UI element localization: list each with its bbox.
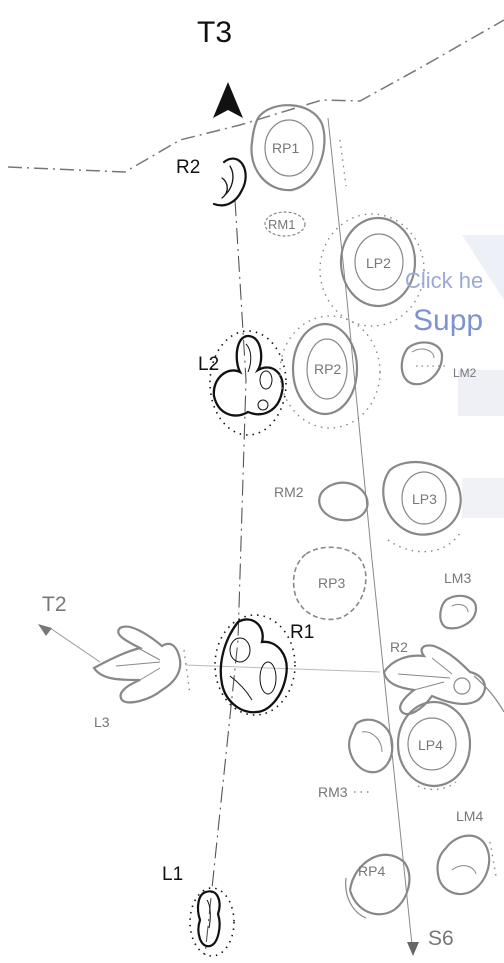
rp4-label: RP4 [358,863,385,879]
title-label: T3 [197,16,232,49]
footprint-lm4 [436,834,497,896]
lp2-label: LP2 [366,255,391,271]
lm3-label: LM3 [444,570,471,586]
rp3-label: RP3 [318,575,345,591]
footprint-rp4 [345,853,411,919]
footprint-l1 [189,887,235,957]
lm2-label: LM2 [453,366,477,380]
watermark-line-1: Click he [405,268,483,293]
r2-grey-label: R2 [390,639,408,655]
l3-label: L3 [94,714,110,730]
footprint-rm1 [264,211,306,237]
footprint-l2 [209,330,287,436]
footprint-rm2 [318,481,369,522]
t2-label: T2 [42,593,67,616]
l1-dark-label: L1 [162,864,183,885]
rm3-label: RM3 [318,784,348,800]
lp3-label: LP3 [412,491,437,507]
footprint-r2-grey [382,644,504,716]
s6-direction-arrow-icon [407,942,419,956]
t2-direction-arrow-icon [38,624,52,636]
rp1-label: RP1 [272,140,299,156]
lm4-label: LM4 [456,808,483,824]
r2-dark-label: R2 [176,157,200,178]
boundary-line [7,19,504,173]
rm2-label: RM2 [274,484,304,500]
t2-track-line [49,627,101,663]
north-arrow-icon [213,82,243,118]
s6-track-line [327,117,413,946]
s6-label: S6 [428,927,454,950]
footprint-lm2 [400,341,446,386]
lp4-label: LP4 [418,737,443,753]
rm1-label: RM1 [268,217,295,232]
footprint-rp2 [279,315,381,429]
trackway-axis [204,199,247,956]
r1-cross-line [184,664,381,673]
rp2-label: RP2 [314,361,341,377]
footprint-lp4 [396,700,472,791]
footprint-rp3 [292,546,367,621]
footprint-r1 [214,614,296,716]
footprint-lp2 [319,213,425,327]
watermark-line-2: Supp [413,304,483,337]
footprint-lp3 [382,460,463,553]
l2-dark-label: L2 [198,354,219,375]
footprint-rm3 [348,718,394,774]
footprint-rp1 [250,104,347,192]
r1-dark-label: R1 [290,622,314,643]
footprint-lm3 [439,594,478,630]
watermark-backdrop [458,235,504,518]
footprint-l3 [92,625,191,704]
footprint-r2 [212,157,247,207]
